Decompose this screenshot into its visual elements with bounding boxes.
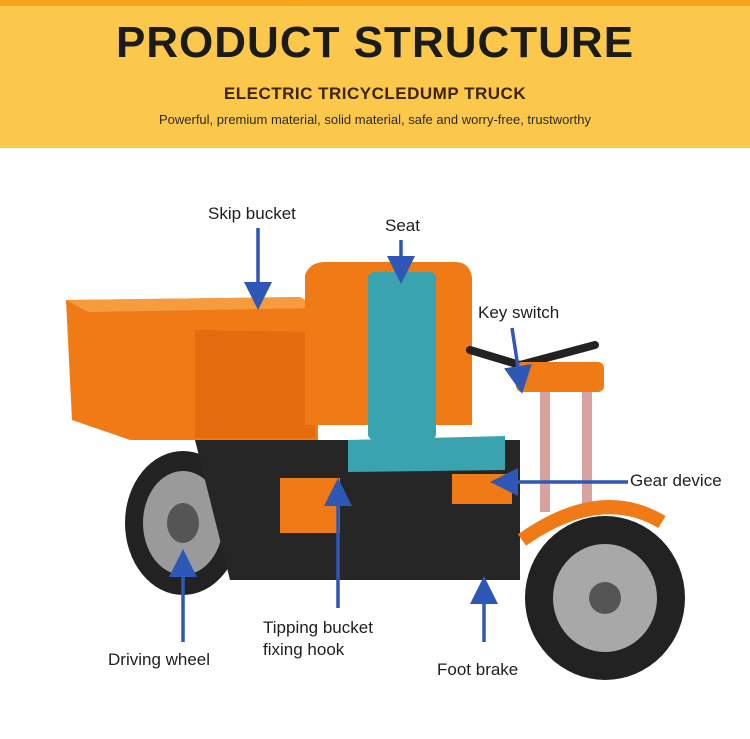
tricycle-illustration [66,228,685,680]
skip-bucket [66,297,318,440]
front-wheel [525,516,685,680]
chassis [195,440,520,580]
top-accent-band [0,0,750,6]
label-key-switch: Key switch [478,303,560,322]
page-subtitle: ELECTRIC TRICYCLEDUMP TRUCK [223,84,527,103]
label-gear-device: Gear device [630,471,722,490]
label-seat: Seat [385,216,420,235]
label-tipping-hook-line1: Tipping bucket [263,618,373,637]
label-skip-bucket: Skip bucket [208,204,296,223]
label-tipping-hook-line2: fixing hook [263,640,345,659]
tipping-hook-plate [280,478,340,533]
page-title: PRODUCT STRUCTURE [115,18,635,67]
seat-frame [305,262,505,472]
label-tipping-hook: Tipping bucket fixing hook [263,617,373,661]
arrow-key-switch [504,327,532,394]
page-tagline: Powerful, premium material, solid materi… [158,112,592,127]
label-driving-wheel: Driving wheel [108,650,211,669]
label-foot-brake: Foot brake [437,660,519,679]
header-banner [0,6,750,148]
